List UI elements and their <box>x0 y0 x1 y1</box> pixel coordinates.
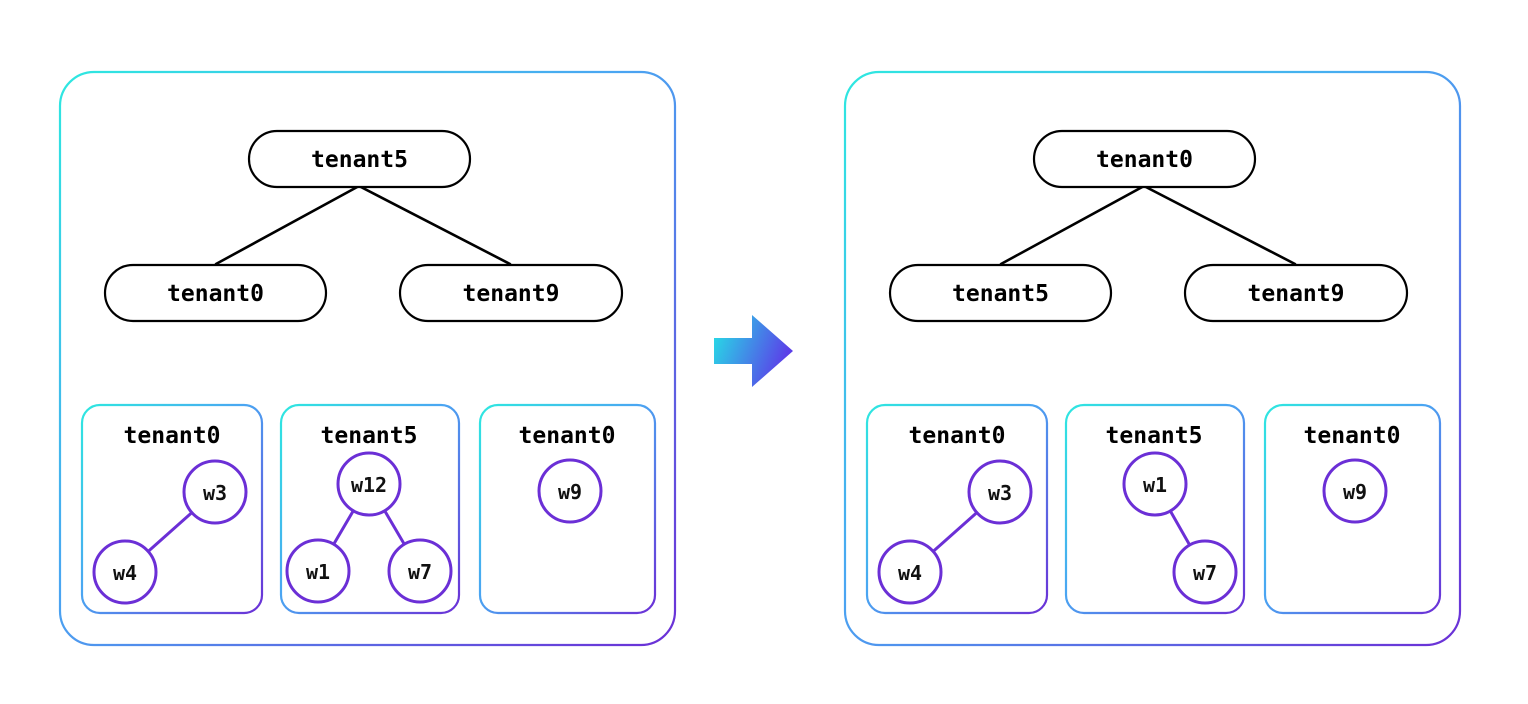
pill-label: tenant0 <box>1096 147 1193 173</box>
worker-node-w1[interactable]: w1 <box>1122 451 1188 517</box>
worker-circle <box>877 539 943 605</box>
after-tree-edges <box>999 184 1297 266</box>
worker-node-w3[interactable]: w3 <box>182 459 248 525</box>
worker-circle <box>387 538 453 604</box>
pill-label: tenant9 <box>1248 281 1345 307</box>
worker-label: w1 <box>306 560 330 584</box>
pill-shape <box>1183 263 1409 323</box>
worker-circle <box>1322 458 1388 524</box>
tenant-pill-root-before[interactable]: tenant5 <box>247 129 472 189</box>
worker-circle <box>537 458 603 524</box>
pill-label: tenant5 <box>311 147 408 173</box>
worker-circle <box>1172 539 1238 605</box>
worker-label: w9 <box>558 480 582 504</box>
worker-label: w1 <box>1143 473 1167 497</box>
worker-circle <box>285 538 351 604</box>
tenant-pill-child-left-after[interactable]: tenant5 <box>888 263 1113 323</box>
worker-node-w4[interactable]: w4 <box>877 539 943 605</box>
worker-node-w7[interactable]: w7 <box>1172 539 1238 605</box>
pill-label: tenant9 <box>463 281 560 307</box>
worker-circle <box>336 451 402 517</box>
pill-label: tenant5 <box>952 281 1049 307</box>
shard-box-title: tenant5 <box>1106 423 1203 449</box>
before-state-panel: tenant5 tenant0 tenant9 tenant0 w3 <box>58 70 677 647</box>
tree-edge-root-left <box>214 184 361 266</box>
shard-box-before-3[interactable]: tenant0 w9 <box>478 403 657 615</box>
worker-circle <box>1122 451 1188 517</box>
shard-box-title: tenant0 <box>1304 423 1401 449</box>
tenant-pill-child-right-before[interactable]: tenant9 <box>398 263 624 323</box>
worker-label: w9 <box>1343 480 1367 504</box>
tenant-pill-child-left-before[interactable]: tenant0 <box>103 263 328 323</box>
worker-node-w7[interactable]: w7 <box>387 538 453 604</box>
shard-box-after-3[interactable]: tenant0 w9 <box>1263 403 1442 615</box>
worker-node-w4[interactable]: w4 <box>92 539 158 605</box>
pill-shape <box>398 263 624 323</box>
pill-label: tenant0 <box>167 281 264 307</box>
worker-label: w12 <box>351 473 387 497</box>
worker-label: w4 <box>113 561 137 585</box>
worker-label: w7 <box>1193 561 1217 585</box>
worker-label: w4 <box>898 561 922 585</box>
worker-node-w12[interactable]: w12 <box>336 451 402 517</box>
shard-box-after-2[interactable]: tenant5 w1 w7 <box>1064 403 1246 615</box>
tree-edge-root-left <box>999 184 1146 266</box>
worker-label: w7 <box>408 560 432 584</box>
tenant-pill-root-after[interactable]: tenant0 <box>1032 129 1257 189</box>
worker-node-w3[interactable]: w3 <box>967 459 1033 525</box>
shard-box-before-1[interactable]: tenant0 w3 w4 <box>80 403 264 615</box>
tenant-pill-child-right-after[interactable]: tenant9 <box>1183 263 1409 323</box>
arrow-icon <box>714 315 793 387</box>
worker-circle <box>182 459 248 525</box>
shard-box-title: tenant0 <box>519 423 616 449</box>
worker-label: w3 <box>203 481 227 505</box>
pill-shape <box>247 129 472 189</box>
before-tree-edges <box>214 184 512 266</box>
worker-node-w9[interactable]: w9 <box>537 458 603 524</box>
tree-edge-root-right <box>357 184 512 266</box>
pill-shape <box>1032 129 1257 189</box>
worker-circle <box>967 459 1033 525</box>
shard-box-before-2[interactable]: tenant5 w12 w1 w7 <box>279 403 461 615</box>
worker-node-w9[interactable]: w9 <box>1322 458 1388 524</box>
worker-node-w1[interactable]: w1 <box>285 538 351 604</box>
shard-box-after-1[interactable]: tenant0 w3 w4 <box>865 403 1049 615</box>
pill-shape <box>103 263 328 323</box>
shard-box-title: tenant0 <box>909 423 1006 449</box>
shard-box-title: tenant5 <box>321 423 418 449</box>
transition-arrow <box>714 315 793 387</box>
shard-box-title: tenant0 <box>124 423 221 449</box>
worker-label: w3 <box>988 481 1012 505</box>
tree-edge-root-right <box>1142 184 1297 266</box>
pill-shape <box>888 263 1113 323</box>
after-state-panel: tenant0 tenant5 tenant9 tenant0 w3 <box>843 70 1462 647</box>
worker-circle <box>92 539 158 605</box>
